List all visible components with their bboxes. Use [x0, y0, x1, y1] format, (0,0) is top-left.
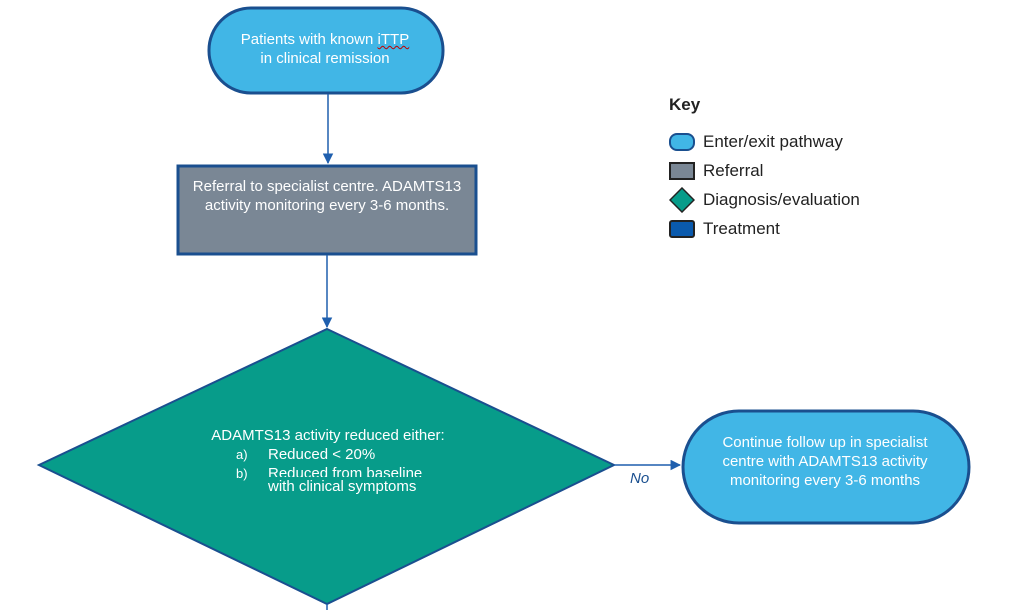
key-item-enter-exit: Enter/exit pathway [669, 127, 860, 156]
key-item-referral: Referral [669, 156, 860, 185]
rounded-rect-light-blue-icon [669, 132, 695, 151]
key-title: Key [669, 95, 701, 114]
option-b-text-clipped: Reduced from baseline [268, 465, 423, 477]
key-label-referral: Referral [703, 160, 764, 180]
decision-node-text: ADAMTS13 activity reduced either: a) Red… [188, 426, 468, 496]
key-label-treatment: Treatment [703, 218, 780, 238]
referral-node-text: Referral to specialist centre. ADAMTS13 … [192, 178, 462, 214]
start-line1: Patients with known [240, 31, 378, 48]
start-node-text: Patients with known iTTP in clinical rem… [215, 30, 435, 68]
start-line2: in clinical remission [260, 50, 390, 67]
continue-node [681, 409, 971, 525]
key-legend: Key Enter/exit pathway Referral Diagnosi… [669, 95, 860, 243]
diamond-teal-icon [669, 186, 695, 213]
option-b-marker: b) [236, 466, 248, 481]
rect-dark-blue-icon [669, 219, 695, 238]
start-node [207, 6, 445, 95]
key-item-diagnosis: Diagnosis/evaluation [669, 185, 860, 214]
decision-option-a: a) Reduced < 20% [188, 445, 468, 464]
option-b-text: with clinical symptoms [268, 478, 417, 495]
rect-grey-icon [669, 161, 695, 180]
no-edge-label: No [630, 470, 650, 487]
decision-heading: ADAMTS13 activity reduced either: [211, 427, 445, 444]
key-label-enter-exit: Enter/exit pathway [703, 131, 843, 151]
referral-node [176, 164, 478, 256]
option-a-marker: a) [236, 447, 248, 462]
continue-node-text: Continue follow up in specialist centre … [722, 434, 928, 489]
start-squiggle-word: iTTP [377, 31, 410, 48]
key-item-treatment: Treatment [669, 214, 860, 243]
decision-option-b: b) Reduced from baseline with clinical s… [188, 464, 468, 496]
option-a-text: Reduced < 20% [268, 446, 376, 463]
key-label-diagnosis: Diagnosis/evaluation [703, 189, 860, 209]
